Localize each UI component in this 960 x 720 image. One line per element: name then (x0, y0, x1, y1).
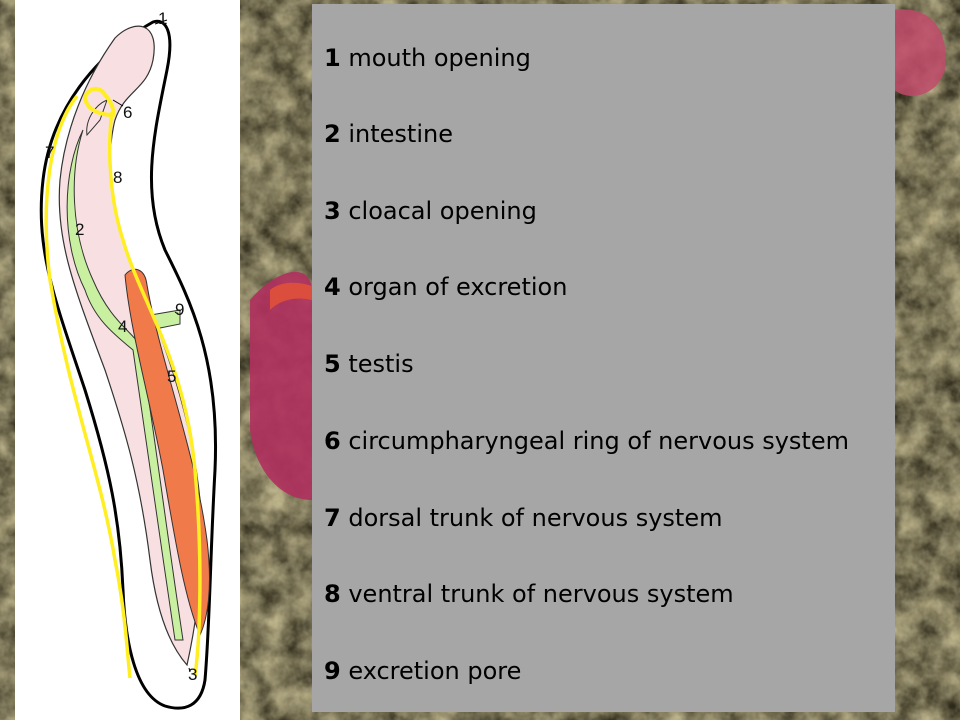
label-6: 6 (123, 103, 132, 122)
legend-item: 2 intestine (324, 120, 453, 148)
legend-item: 7 dorsal trunk of nervous system (324, 504, 723, 532)
legend-item: 6 circumpharyngeal ring of nervous syste… (324, 427, 849, 455)
legend-item: 1 mouth opening (324, 44, 531, 72)
worm-anatomy-diagram: 1 6 7 8 2 9 4 5 3 (39, 9, 218, 710)
ventral-trunk (107, 111, 202, 677)
label-2: 2 (75, 220, 84, 239)
label-9: 9 (175, 300, 184, 319)
legend-item: 8 ventral trunk of nervous system (324, 580, 734, 608)
label-3: 3 (188, 665, 197, 684)
label-1: 1 (158, 9, 167, 28)
legend-box: 1 mouth opening 2 intestine 3 cloacal op… (312, 4, 895, 712)
excretion-organ (66, 129, 184, 641)
legend-item: 9 excretion pore (324, 657, 522, 685)
legend-item: 3 cloacal opening (324, 197, 537, 225)
label-5: 5 (167, 367, 176, 386)
label-8: 8 (113, 168, 122, 187)
legend-item: 4 organ of excretion (324, 273, 568, 301)
dorsal-trunk (44, 94, 132, 679)
legend-item: 5 testis (324, 350, 414, 378)
testis (124, 268, 210, 637)
circumpharyngeal-ring (82, 86, 116, 118)
label-7: 7 (45, 143, 54, 162)
label-4: 4 (118, 317, 127, 336)
